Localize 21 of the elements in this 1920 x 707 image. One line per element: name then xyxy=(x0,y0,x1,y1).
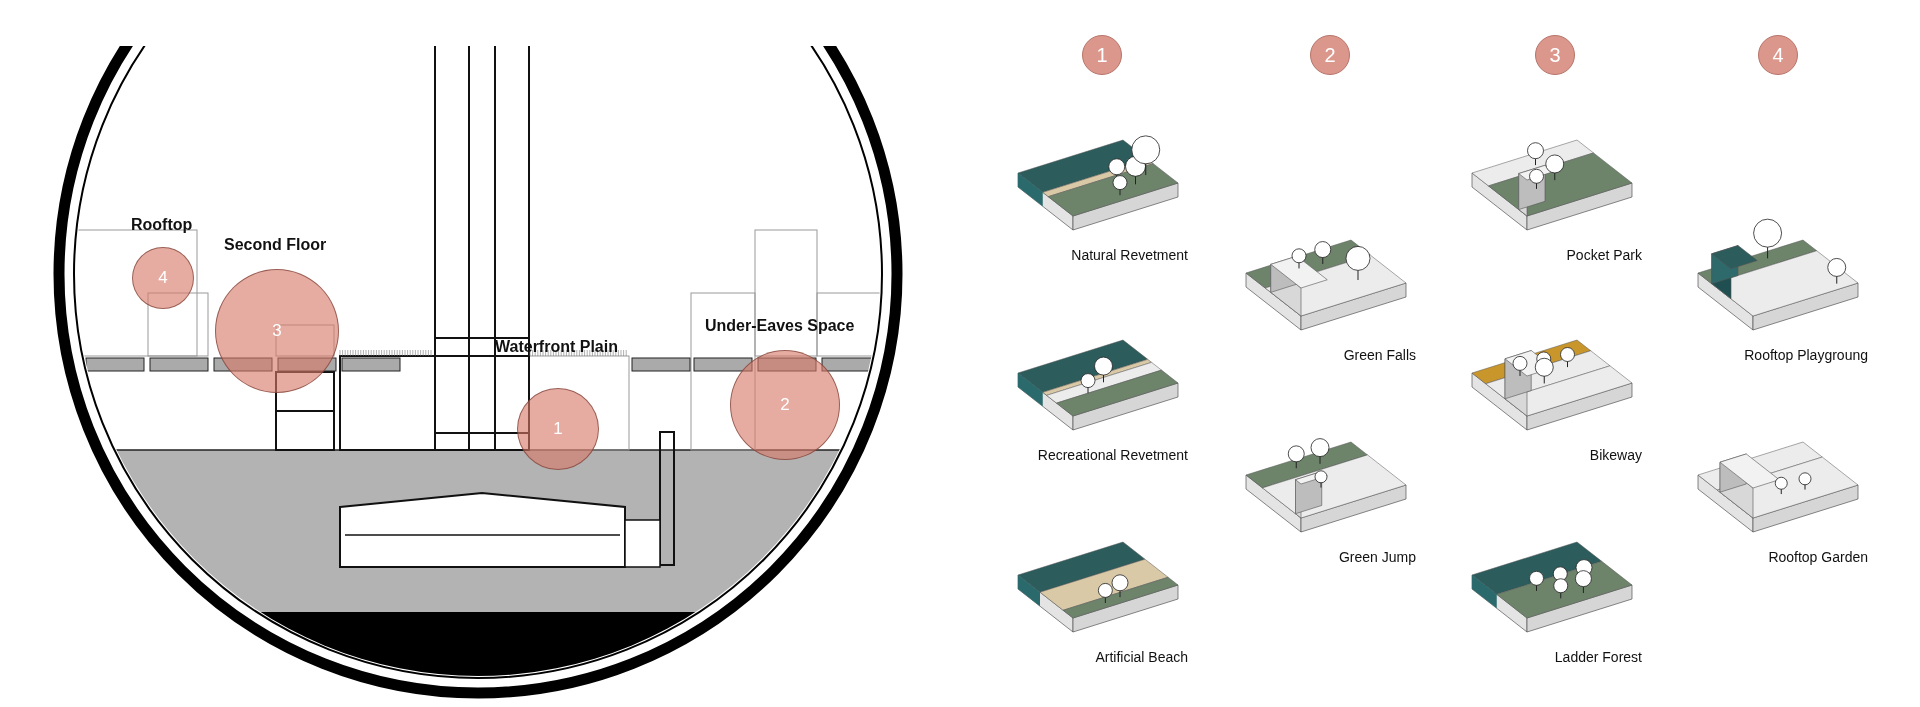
numbered-marker: 4 xyxy=(132,247,194,309)
drawing-caption: Green Falls xyxy=(1343,347,1416,363)
area-label: Under-Eaves Space xyxy=(705,317,855,335)
numbered-marker: 3 xyxy=(1535,35,1575,75)
numbered-marker: 4 xyxy=(1758,35,1798,75)
numbered-marker: 2 xyxy=(1310,35,1350,75)
numbered-marker: 2 xyxy=(730,350,840,460)
numbered-marker: 3 xyxy=(215,269,339,393)
area-label: Second Floor xyxy=(224,236,327,254)
drawing-caption: Natural Revetment xyxy=(1071,247,1188,263)
drawing-caption: Recreational Revetment xyxy=(1037,447,1188,463)
numbered-marker: 1 xyxy=(517,388,599,470)
drawing-caption: Ladder Forest xyxy=(1554,649,1642,665)
drawing-caption: Bikeway xyxy=(1589,447,1642,463)
numbered-marker: 1 xyxy=(1082,35,1122,75)
drawing-caption: Artificial Beach xyxy=(1095,649,1188,665)
drawing-caption: Pocket Park xyxy=(1566,247,1642,263)
drawing-caption: Rooftop Garden xyxy=(1768,549,1868,565)
area-label: Rooftop xyxy=(131,216,193,234)
drawing-caption: Rooftop Playgroung xyxy=(1744,347,1868,363)
drawing-caption: Green Jump xyxy=(1338,549,1416,565)
